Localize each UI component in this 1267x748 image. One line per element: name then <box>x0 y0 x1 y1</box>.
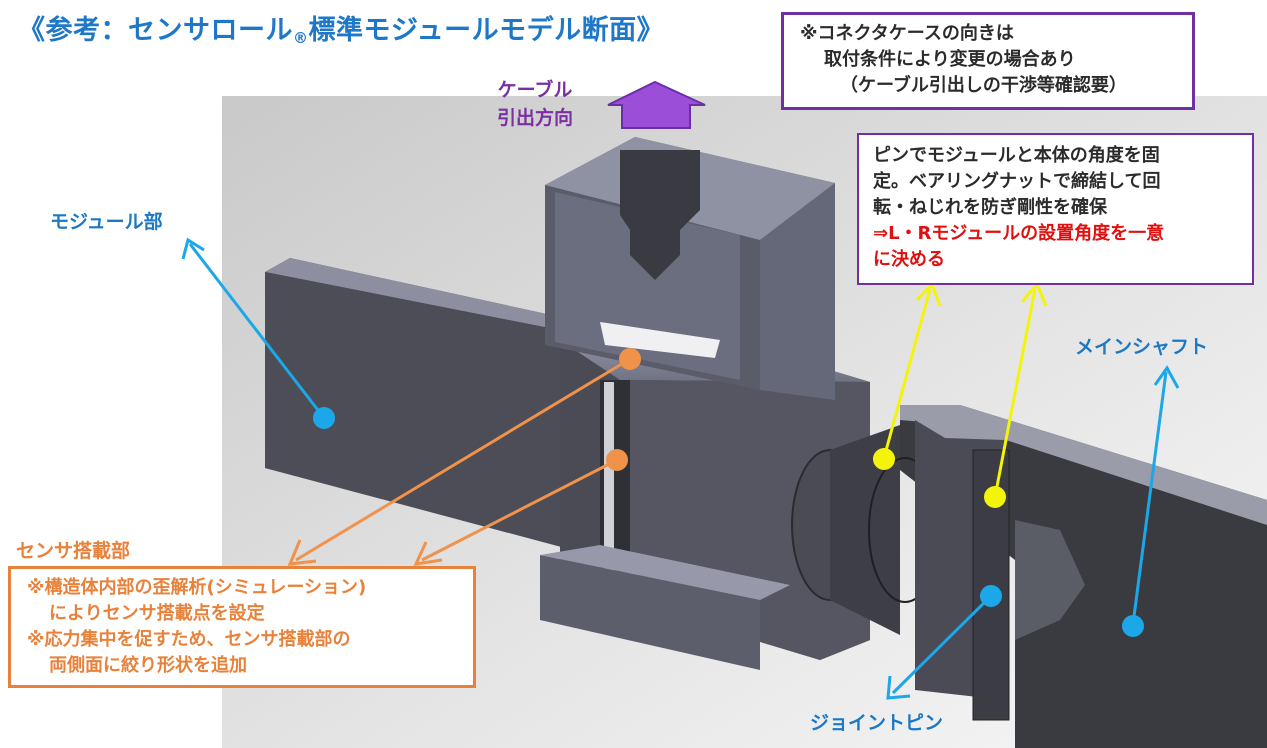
note-pin-line1: ピンでモジュールと本体の角度を固 <box>873 145 1160 166</box>
label-sensor-mount: センサ搭載部 <box>16 540 131 562</box>
label-cable-direction: ケーブル 引出方向 <box>497 76 573 132</box>
note-sensor-line1: ※構造体内部の歪解析(シミュレーション) <box>27 577 367 598</box>
note-sensor-mount: ※構造体内部の歪解析(シミュレーション) によりセンサ搭載点を設定 ※応力集中を… <box>8 566 476 688</box>
label-main-shaft: メインシャフト <box>1075 336 1209 358</box>
cable-direction-arrow <box>607 80 706 129</box>
callout-dot-sensor-top <box>619 348 641 370</box>
callout-dot-pin-left <box>873 448 895 470</box>
callout-joint-pin-head <box>886 675 911 700</box>
cyan-callouts <box>181 237 1180 700</box>
callout-main-shaft <box>1131 371 1168 625</box>
callout-sensor-top-head <box>287 539 317 566</box>
note-pin-emphasis-line1: ⇒L・Rモジュールの設置角度を一意 <box>873 223 1165 244</box>
note-sensor-line2: によりセンサ搭載点を設定 <box>49 603 265 624</box>
note-pin-line2: 定。ベアリングナットで締結して回 <box>873 171 1161 192</box>
registered-mark: ® <box>293 29 309 47</box>
note-pin-emphasis-line2: に決める <box>873 249 945 270</box>
label-cable-line1: ケーブル <box>497 79 573 101</box>
callout-joint-pin <box>891 595 992 695</box>
callout-dot-main-shaft <box>1122 615 1144 637</box>
callout-pin-left <box>882 288 932 459</box>
title-main: 《参考：センサロール <box>18 15 293 46</box>
orange-callouts <box>287 357 631 566</box>
callout-module <box>188 243 326 419</box>
callout-sensor-top <box>295 357 631 562</box>
note-pin-line3: 転・ねじれを防ぎ剛性を確保 <box>873 197 1107 218</box>
title-rest: 標準モジュールモデル断面》 <box>308 15 665 46</box>
label-module: モジュール部 <box>50 211 163 233</box>
note-connector-line3: （ケーブル引出しの干渉等確認要） <box>840 75 1127 96</box>
callout-dot-sensor-mid <box>606 449 628 471</box>
callout-dot-joint-pin <box>980 585 1002 607</box>
callout-dot-pin-right <box>984 486 1006 508</box>
callout-sensor-mid <box>421 458 618 562</box>
callout-pin-right <box>993 288 1037 498</box>
note-connector-line2: 取付条件により変更の場合あり <box>824 49 1076 70</box>
note-sensor-line4: 両側面に絞り形状を追加 <box>49 655 247 676</box>
label-joint-pin: ジョイントピン <box>810 712 944 734</box>
page-title: 《参考：センサロール®標準モジュールモデル断面》 <box>18 8 664 47</box>
note-pin-angle: ピンでモジュールと本体の角度を固 定。ベアリングナットで締結して回 転・ねじれを… <box>857 133 1254 285</box>
note-connector-line1: ※コネクタケースの向きは <box>800 23 1014 44</box>
callout-sensor-mid-head <box>413 541 443 566</box>
note-sensor-line3: ※応力集中を促すため、センサ搭載部の <box>27 629 351 650</box>
callout-main-shaft-head <box>1153 365 1180 389</box>
callout-module-head <box>181 237 205 260</box>
note-connector-orientation: ※コネクタケースの向きは 取付条件により変更の場合あり （ケーブル引出しの干渉等… <box>781 12 1195 110</box>
label-cable-line2: 引出方向 <box>497 107 574 129</box>
callout-dot-module <box>313 407 335 429</box>
